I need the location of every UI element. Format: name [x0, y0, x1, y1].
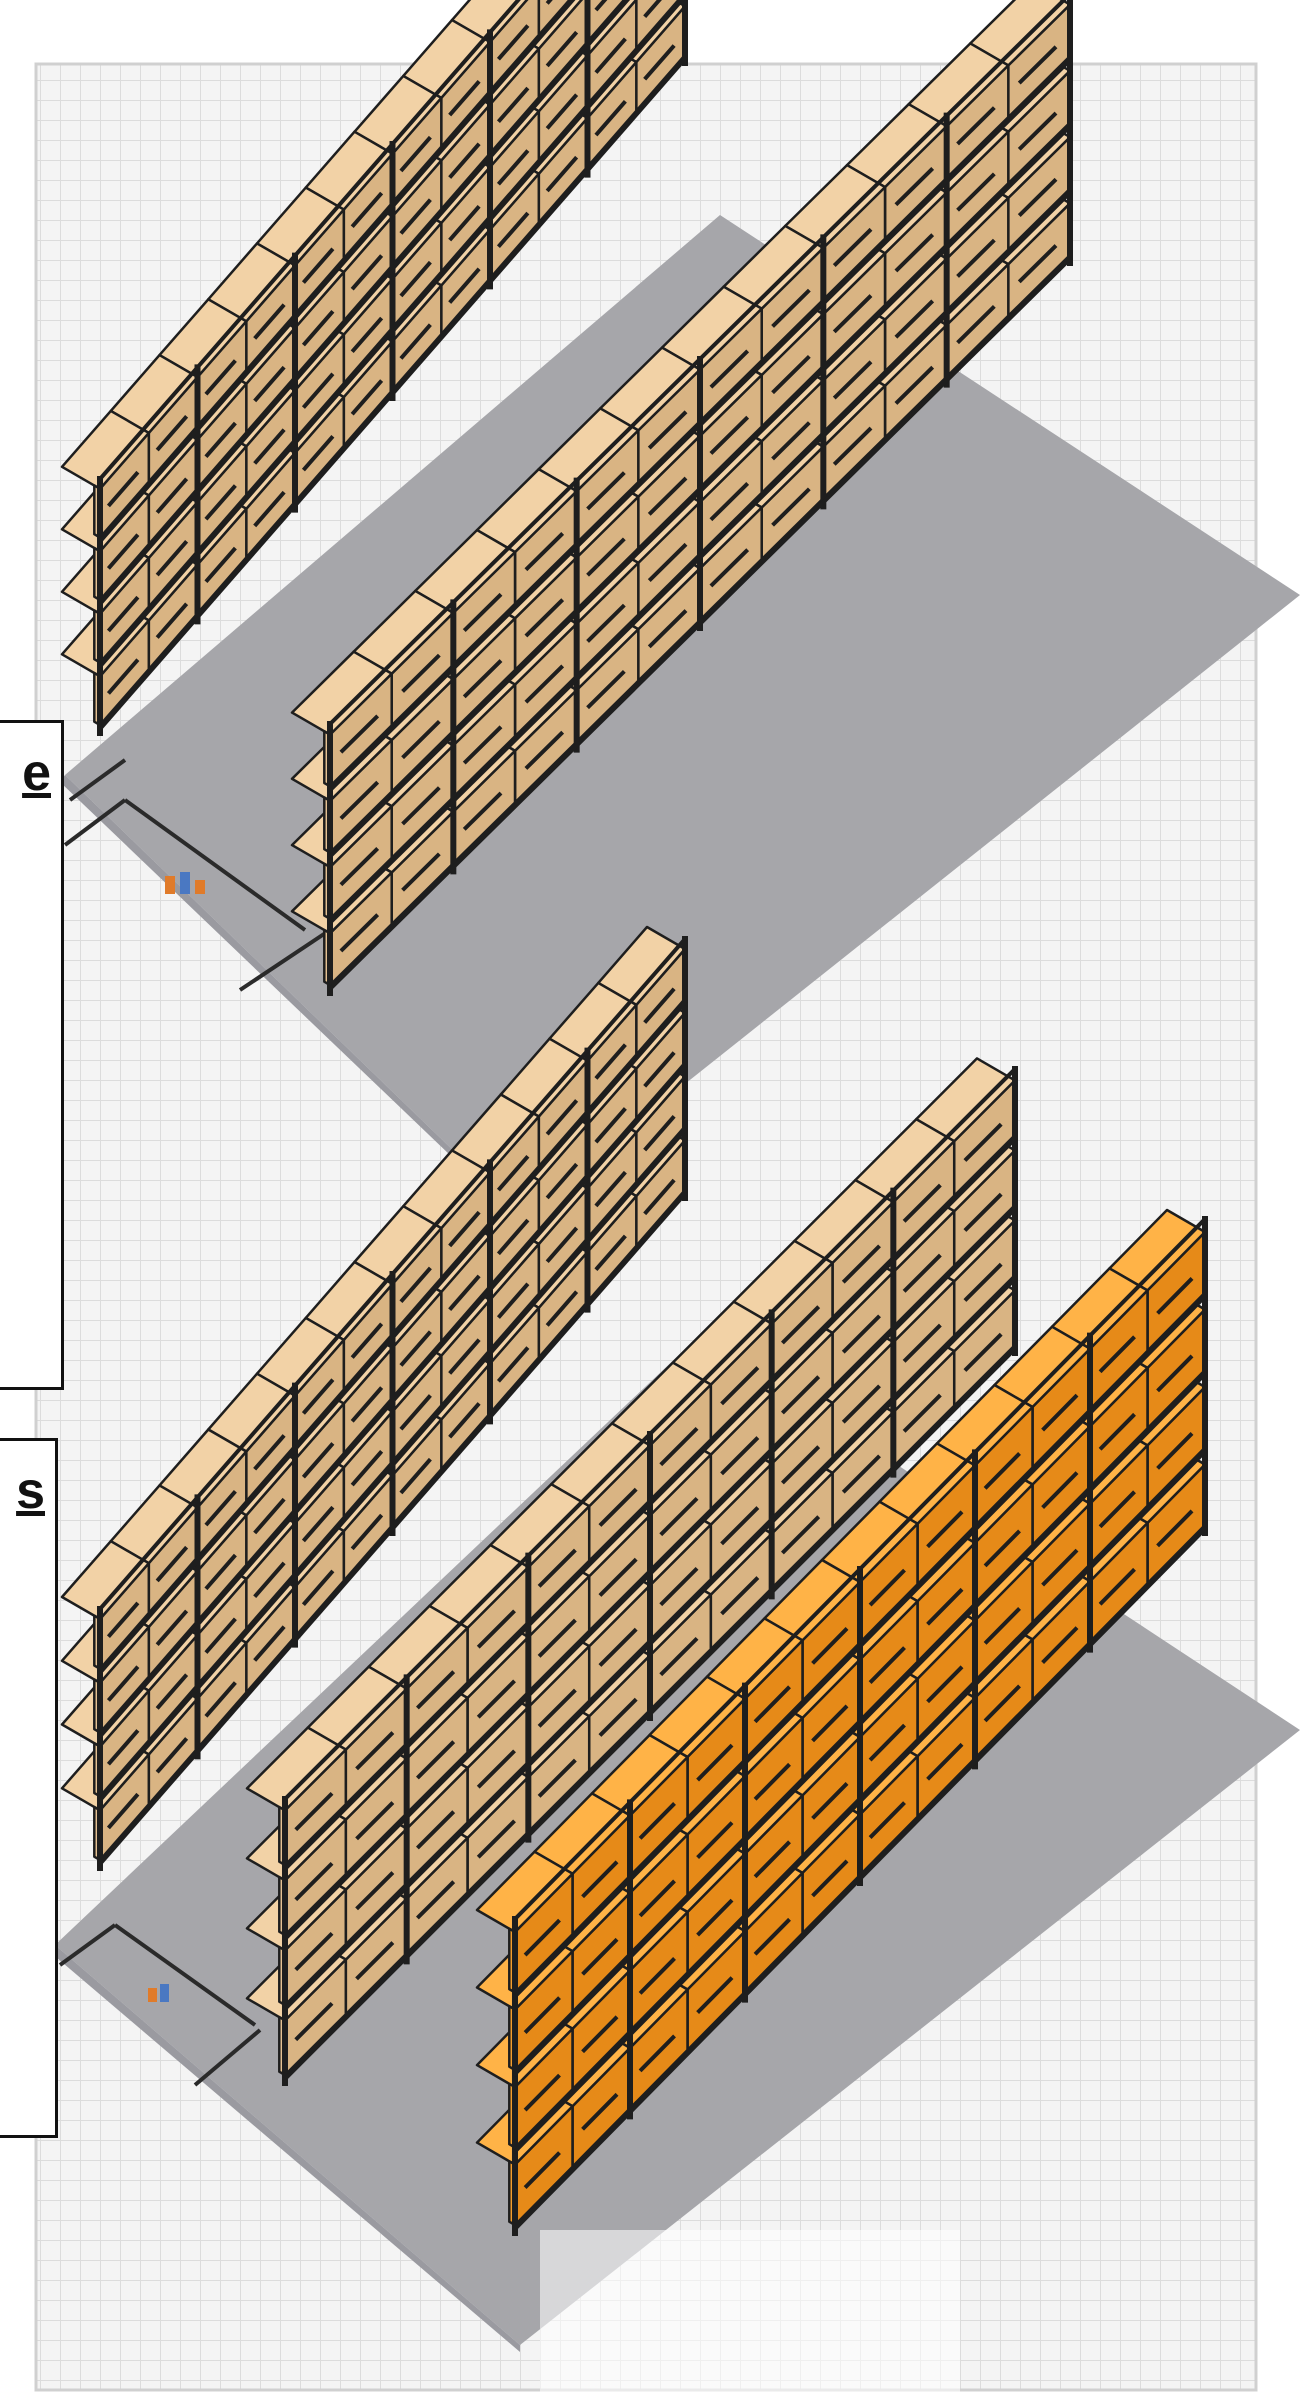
callout-box-bottom: s — [0, 1438, 58, 2138]
faded-area — [540, 2230, 960, 2396]
callout-text-bottom: s — [16, 1461, 45, 1521]
callout-text-top: e — [22, 743, 51, 803]
callout-box-top: e — [0, 720, 64, 1390]
